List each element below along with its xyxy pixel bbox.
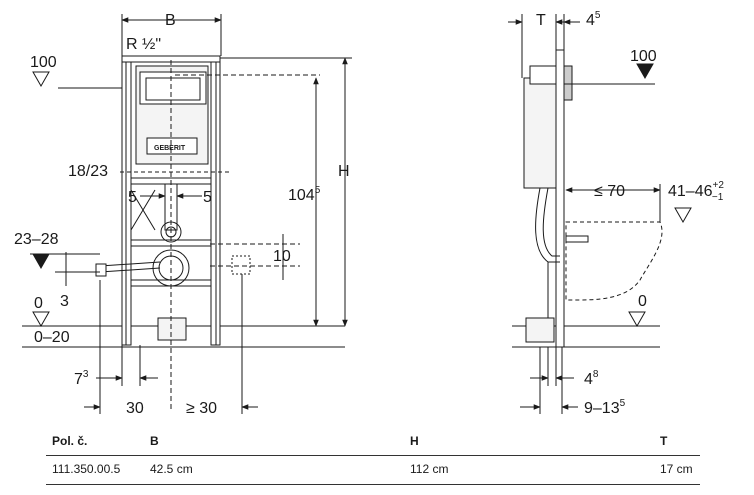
- supply-connector: [95, 263, 107, 277]
- level-triangle-0-left: [32, 311, 50, 328]
- spec-table: Pol. č. B H T 111.350.00.5 42.5 cm 112 c…: [0, 430, 754, 490]
- flush-plate-inner: [145, 77, 201, 101]
- level-triangle-100-left: [32, 71, 50, 88]
- technical-drawing: B R ½ʺ 100 18/23 5 5 23–28 3 0 0–20 10 1…: [14, 10, 724, 417]
- cistern-top-box: [529, 65, 557, 85]
- header-T: T: [660, 434, 668, 448]
- label-4-bot-sup: 8: [593, 369, 599, 380]
- label-brand: GEBERIT: [154, 145, 186, 152]
- label-23-28: 23–28: [14, 231, 59, 248]
- label-9-13-main: 9–13: [584, 400, 620, 417]
- label-7-main: 7: [74, 371, 83, 388]
- wc-fixing: [565, 235, 589, 243]
- table-row: 111.350.00.5 42.5 cm 112 cm 17 cm: [0, 458, 754, 482]
- label-10: 10: [273, 248, 291, 265]
- drain-pipe: [157, 317, 187, 341]
- label-B: B: [165, 12, 176, 29]
- label-100-right: 100: [630, 48, 657, 65]
- label-41: 41–46+2−1: [668, 180, 724, 203]
- label-T: T: [536, 12, 546, 29]
- label-104-main: 104: [288, 187, 315, 204]
- label-0-20: 0–20: [34, 329, 70, 346]
- label-R: R ½ʺ: [126, 36, 161, 53]
- label-104-sup: 5: [315, 185, 321, 196]
- label-9-13: 9–135: [584, 398, 626, 417]
- level-triangle-100-right: [636, 63, 654, 80]
- cistern-side: [523, 77, 557, 189]
- brand-plate: [146, 137, 198, 155]
- side-view: [508, 14, 692, 414]
- table-header-row: Pol. č. B H T: [0, 430, 754, 454]
- label-5-left: 5: [128, 189, 137, 206]
- label-41-sub: −1: [712, 192, 724, 203]
- level-triangle-41: [674, 207, 692, 224]
- drain-pipe-side: [525, 317, 555, 343]
- supply-pipe-bottom: [99, 267, 161, 273]
- front-view: [22, 14, 352, 414]
- label-9-13-sup: 5: [620, 398, 626, 409]
- header-pol: Pol. č.: [52, 434, 88, 448]
- table-rule-top: [46, 455, 700, 456]
- cell-H: 112 cm: [410, 462, 449, 476]
- label-100-left: 100: [30, 54, 57, 71]
- flush-plate: [139, 71, 207, 105]
- electrical-box: [231, 255, 251, 275]
- label-41-main: 41–46: [668, 183, 713, 200]
- label-0-left: 0: [34, 295, 43, 312]
- label-41-sup: +2: [713, 180, 725, 191]
- label-4-top: 45: [586, 10, 601, 29]
- flush-plate-side: [563, 65, 573, 101]
- label-3: 3: [60, 293, 69, 310]
- wc-bowl: [565, 221, 663, 301]
- cell-B: 42.5 cm: [150, 462, 193, 476]
- label-7-sup: 3: [83, 369, 89, 380]
- brace-2: [130, 189, 156, 231]
- label-5-right: 5: [203, 189, 212, 206]
- label-4-bot-main: 4: [584, 371, 593, 388]
- level-triangle-0-right: [628, 311, 646, 328]
- wall-profile: [555, 49, 565, 348]
- flush-pipe-side-2: [542, 187, 560, 257]
- label-4-top-main: 4: [586, 12, 595, 29]
- label-4-top-sup: 5: [595, 10, 601, 21]
- label-4-bot: 48: [584, 369, 599, 388]
- label-7: 73: [74, 369, 89, 388]
- cell-T: 17 cm: [660, 462, 693, 476]
- label-30: 30: [126, 400, 144, 417]
- supply-pipe-top: [99, 261, 161, 267]
- cell-pol: 111.350.00.5: [52, 462, 121, 476]
- label-H: H: [338, 163, 350, 180]
- label-ge30: ≥ 30: [186, 400, 217, 417]
- label-0-right: 0: [638, 293, 647, 310]
- table-rule-bottom: [46, 484, 700, 485]
- label-70: ≤ 70: [594, 183, 625, 200]
- header-B: B: [150, 434, 159, 448]
- label-104: 1045: [288, 185, 321, 204]
- header-H: H: [410, 434, 419, 448]
- flush-pipe-side: [535, 187, 560, 263]
- level-triangle-23-28: [32, 253, 50, 270]
- label-18-23: 18/23: [68, 163, 108, 180]
